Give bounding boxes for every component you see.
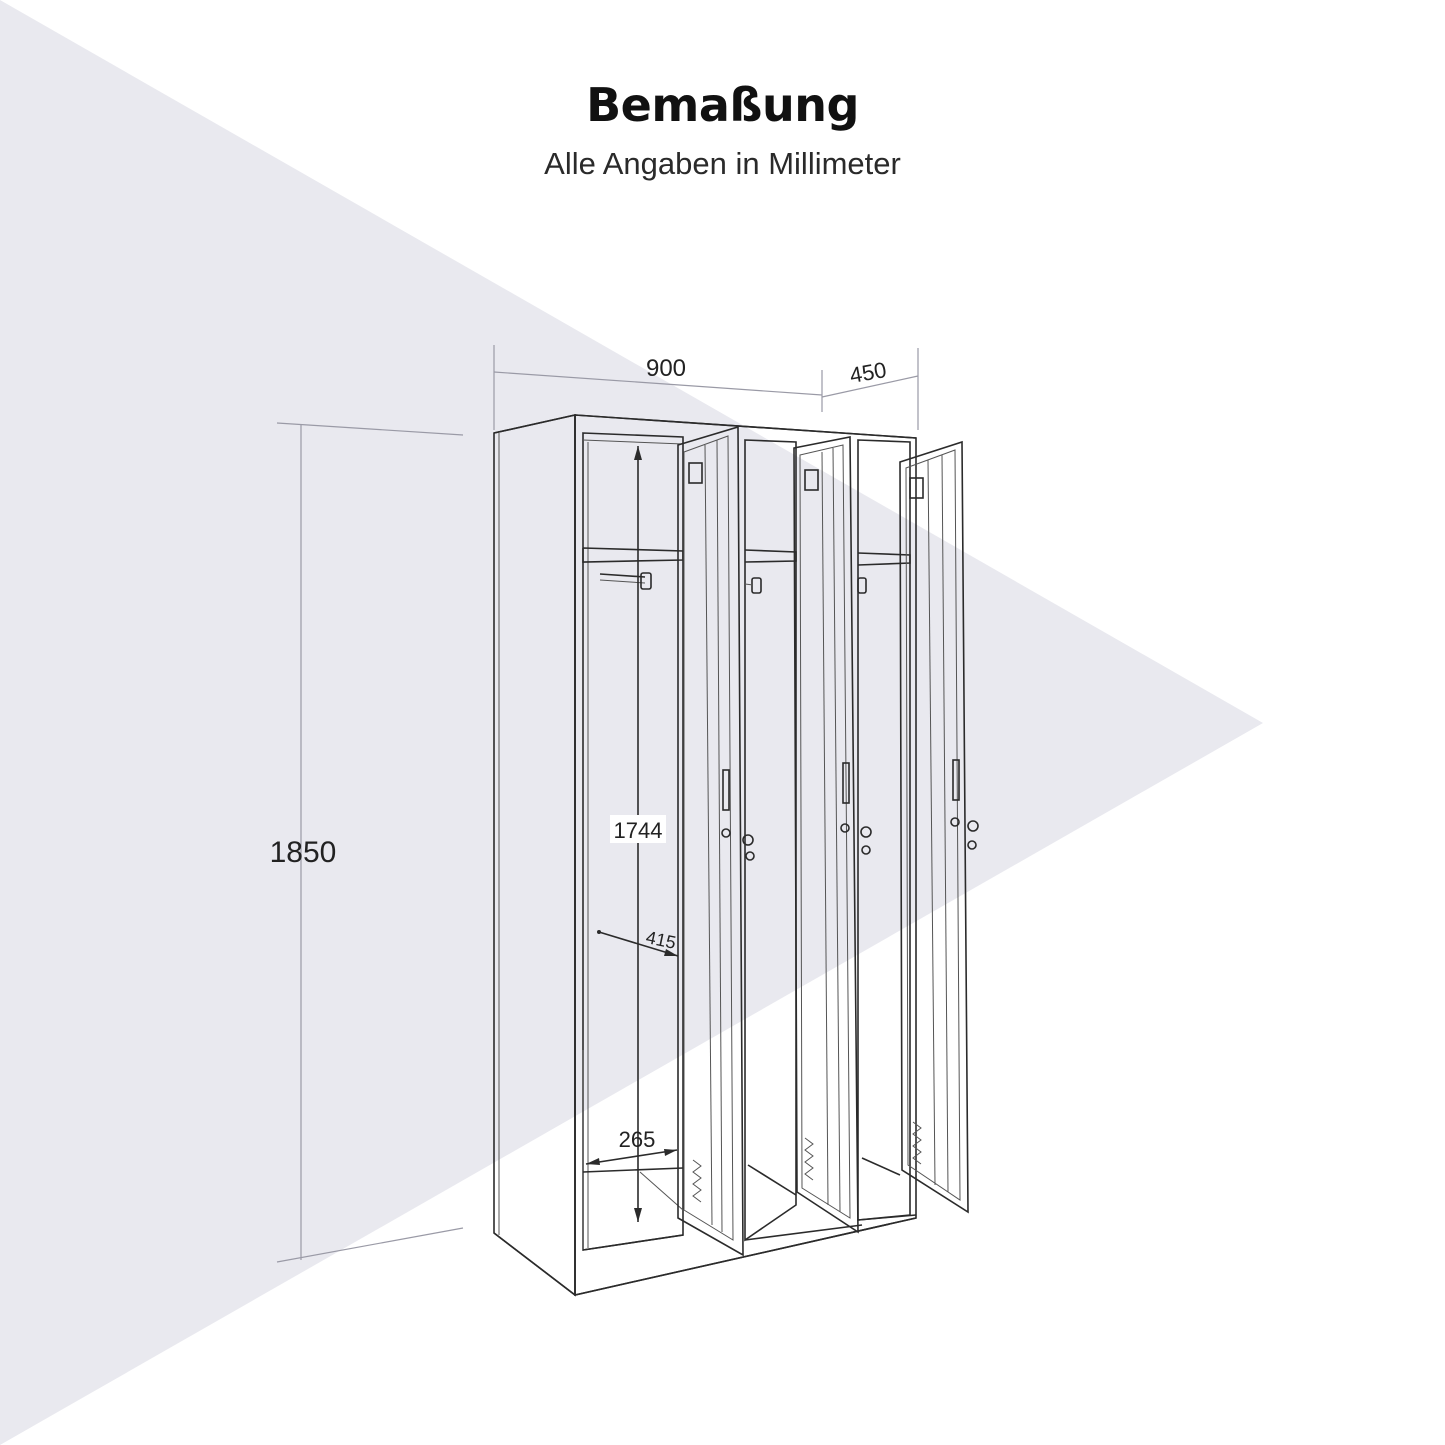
dim-height: 1850 bbox=[270, 422, 464, 1263]
compartment-1 bbox=[582, 432, 684, 1251]
background-triangle bbox=[0, 0, 1263, 1445]
dim-width: 900 bbox=[493, 345, 823, 430]
cabinet-body bbox=[493, 414, 917, 1297]
dim-compartment-width-label: 265 bbox=[619, 1127, 656, 1152]
door-2 bbox=[793, 436, 872, 1234]
dim-inner-height: 1744 bbox=[610, 446, 666, 1222]
compartment-3 bbox=[857, 439, 917, 1221]
compartment-2 bbox=[744, 439, 863, 1242]
dim-width-label: 900 bbox=[646, 355, 686, 382]
dim-inner-height-label: 1744 bbox=[614, 818, 663, 843]
dim-door-width-label: 415 bbox=[644, 927, 678, 953]
page-title: Bemaßung bbox=[586, 78, 859, 132]
dim-height-label: 1850 bbox=[270, 836, 337, 869]
page-subtitle: Alle Angaben in Millimeter bbox=[544, 146, 901, 181]
door-1 bbox=[677, 425, 755, 1257]
dim-compartment-width: 265 bbox=[585, 1127, 678, 1165]
door-3 bbox=[899, 440, 979, 1214]
dim-depth: 450 bbox=[821, 348, 919, 430]
